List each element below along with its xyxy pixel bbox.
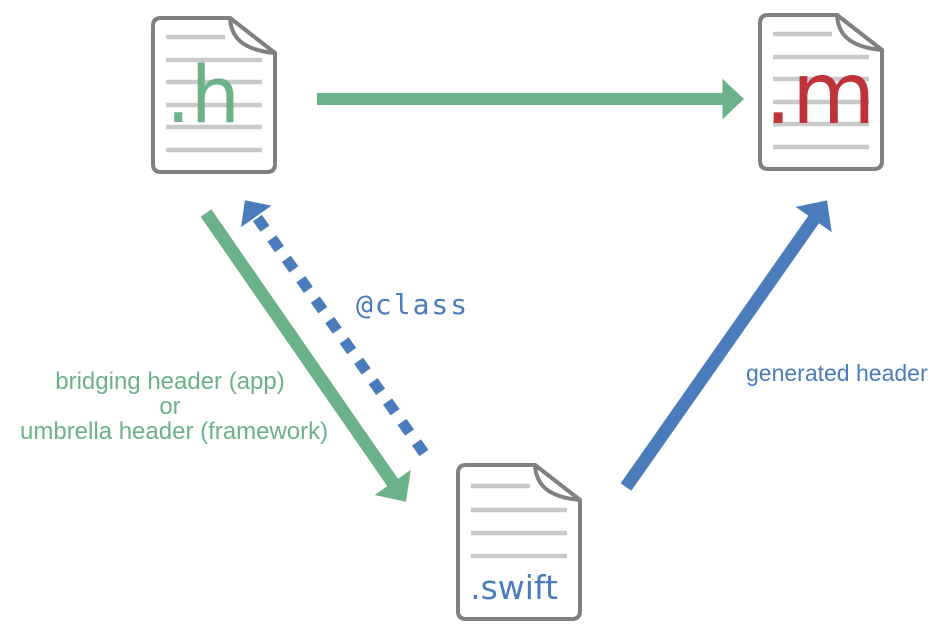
bridging-header-label-line2: or [159,393,181,420]
document-outline [456,463,582,621]
m-file-label: .m [764,44,875,144]
at-class-label: @class [356,288,470,321]
swift-file-label: .swift [470,568,558,607]
bridging-header-label: bridging header (app) or umbrella header… [20,368,329,445]
swift-file-icon: .swift [456,463,582,621]
text-rules [166,34,262,153]
bridging-header-label-line1: bridging header (app) [55,368,285,395]
text-rules [773,31,869,150]
bridging-header-label-line3: umbrella header (framework) [20,418,329,445]
text-rules [471,483,567,559]
arrow-h-to-swift [200,209,411,502]
arrow-swift-to-m [620,200,832,491]
folded-corner-icon [228,16,277,55]
h-file-icon: .h [151,16,277,174]
folded-corner-icon [835,13,884,52]
folded-corner-icon [533,463,582,502]
generated-header-label: generated header [746,360,928,386]
document-outline [151,16,277,174]
m-file-icon: .m [758,13,884,171]
document-outline [758,13,884,171]
h-file-label: .h [166,51,240,141]
